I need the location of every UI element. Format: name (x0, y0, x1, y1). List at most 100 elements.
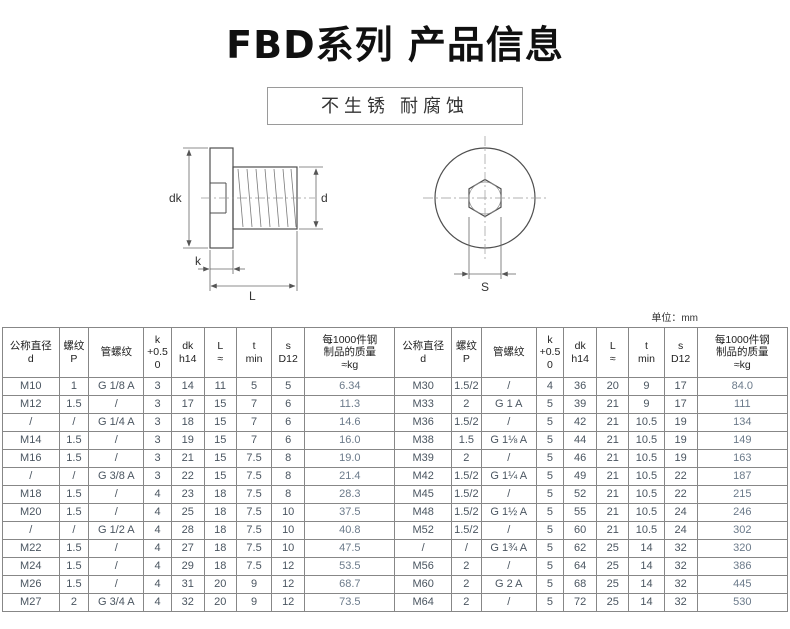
table-cell: 1.5 (58, 557, 90, 576)
table-cell: M64 (394, 593, 452, 612)
dim-label-dk: dk (169, 191, 183, 205)
table-cell: 7.5 (235, 539, 273, 558)
table-cell: 18 (203, 539, 237, 558)
unit-label: 单位：mm (651, 313, 698, 324)
table-cell: 21 (596, 431, 630, 450)
table-cell: 11.3 (304, 395, 396, 414)
table-cell: 4 (143, 575, 172, 594)
table-cell: / (88, 539, 145, 558)
table-cell: 8 (271, 449, 306, 468)
table-cell: 19 (663, 449, 698, 468)
table-cell: 7 (235, 431, 273, 450)
table-cell: 40.8 (304, 521, 396, 540)
table-cell: 1.5 (58, 395, 90, 414)
table-cell: 5 (535, 413, 565, 432)
table-cell: 2 (450, 593, 482, 612)
table-cell: 4 (143, 485, 172, 504)
table-cell: 19 (170, 431, 205, 450)
table-cell: / (2, 413, 60, 432)
table-cell: M24 (2, 557, 60, 576)
col-header-dk: dk h14 (170, 327, 205, 378)
table-cell: 10.5 (628, 431, 665, 450)
table-cell: 5 (535, 485, 565, 504)
table-cell: 64 (563, 557, 598, 576)
dim-label-l: L (249, 289, 256, 303)
table-cell: 84.0 (696, 377, 789, 396)
table-cell: 22 (170, 467, 205, 486)
plug-drawing: dk d k L S (169, 136, 547, 303)
table-cell: 9 (628, 377, 665, 396)
table-cell: M45 (394, 485, 452, 504)
table-cell: / (480, 377, 537, 396)
table-cell: 21 (596, 395, 630, 414)
table-cell: 37.5 (304, 503, 396, 522)
table-cell: 5 (535, 395, 565, 414)
table-cell: 21 (596, 467, 630, 486)
product-spec-table: 公称直径 d 螺纹 P 管螺纹 k +0.5 0 dk h14 L ≈ t mi… (2, 327, 789, 612)
table-cell: G 1/4 A (88, 413, 145, 432)
table-cell: 47.5 (304, 539, 396, 558)
table-cell: 1.5/2 (450, 521, 482, 540)
col-header-k: k +0.5 0 (535, 327, 565, 378)
table-cell: M20 (2, 503, 60, 522)
table-cell: 14 (628, 539, 665, 558)
table-cell: 111 (696, 395, 789, 414)
table-cell: 15 (203, 449, 237, 468)
table-cell: 5 (535, 557, 565, 576)
table-cell: 3 (143, 413, 172, 432)
table-cell: 21 (596, 503, 630, 522)
table-cell: M42 (394, 467, 452, 486)
table-cell: 17 (663, 395, 698, 414)
table-cell: 302 (696, 521, 789, 540)
table-cell: 3 (143, 377, 172, 396)
table-cell: 36 (563, 377, 598, 396)
table-cell: 24 (663, 521, 698, 540)
table-cell: 10.5 (628, 485, 665, 504)
table-cell: 73.5 (304, 593, 396, 612)
col-header-diameter: 公称直径 d (2, 327, 60, 378)
table-cell: 4 (143, 539, 172, 558)
col-header-thread: 螺纹 P (58, 327, 90, 378)
table-cell: 5 (271, 377, 306, 396)
table-cell: / (480, 593, 537, 612)
table-cell: 17 (663, 377, 698, 396)
table-cell: 49 (563, 467, 598, 486)
table-cell: 32 (663, 539, 698, 558)
table-cell: 72 (563, 593, 598, 612)
table-cell: 21 (596, 449, 630, 468)
table-cell: 9 (235, 575, 273, 594)
table-cell: 7 (235, 395, 273, 414)
table-cell: 20 (203, 593, 237, 612)
table-cell: 5 (535, 467, 565, 486)
table-cell: 18 (203, 557, 237, 576)
table-cell: 1.5 (58, 503, 90, 522)
table-cell: 42 (563, 413, 598, 432)
table-header-row: 公称直径 d 螺纹 P 管螺纹 k +0.5 0 dk h14 L ≈ t mi… (2, 327, 789, 378)
s-dimension (454, 217, 516, 279)
table-cell: G 2 A (480, 575, 537, 594)
table-cell: 530 (696, 593, 789, 612)
table-cell: 1.5/2 (450, 377, 482, 396)
table-cell: 21 (596, 521, 630, 540)
table-cell: 1.5 (58, 449, 90, 468)
table-cell: / (88, 485, 145, 504)
table-cell: 7.5 (235, 557, 273, 576)
table-cell: / (88, 449, 145, 468)
table-cell: 29 (170, 557, 205, 576)
table-cell: 32 (663, 557, 698, 576)
table-cell: 9 (235, 593, 273, 612)
table-cell: M48 (394, 503, 452, 522)
col-header-mass: 每1000件钢 制品的质量 ≈kg (304, 327, 396, 378)
table-cell: 10.5 (628, 449, 665, 468)
table-cell: 7.5 (235, 521, 273, 540)
col-header-s: s D12 (271, 327, 306, 378)
page-title: FBD系列 产品信息 (226, 23, 564, 67)
subtitle-box: 不生锈 耐腐蚀 (267, 87, 523, 125)
table-cell: 1.5 (58, 539, 90, 558)
table-cell: M10 (2, 377, 60, 396)
table-cell: / (88, 503, 145, 522)
